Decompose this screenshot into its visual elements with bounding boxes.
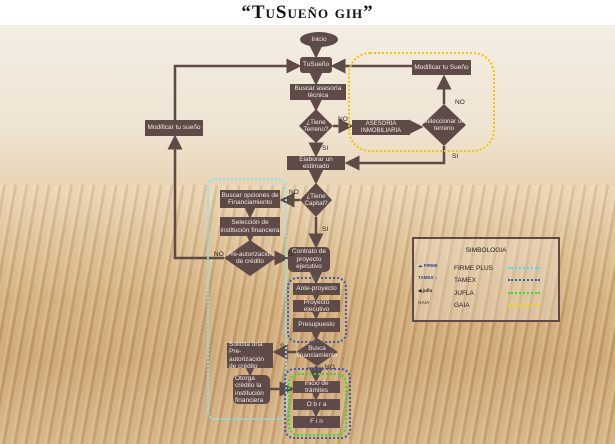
legend-line-blue [508,279,540,281]
modificar-sueno-left-node: Modificar tu sueño [145,120,203,136]
edge-label-no: NO [338,116,348,123]
legend-item-tamex: TAMEX ⌂ TAMEX [418,275,558,286]
legend-item-gaia: GAIA GAIA [418,300,558,311]
buscar-asesoria-node: Buscar asesoría técnica [290,84,346,100]
tiene-terreno-label: ¿Tiene Terreno? [303,118,329,133]
start-node: Inicio [300,32,338,47]
seleccionar-terreno-decision: Seleccionar un terreno [422,104,466,146]
edge-label-si: SI [322,226,329,233]
legend-label: GAIA [454,302,470,309]
tusueno-node: TuSueño [300,57,332,73]
firme-plus-logo: ☁ FIRME [418,263,438,268]
legend-line-cyan [508,267,540,269]
solicita-preautorizacion-node: Solicita una Pre-autorización de crédito [227,341,273,370]
preautorizacion-decision: Pre-autorización de crédito [224,240,276,276]
edge-label-si: SI [280,343,287,350]
obra-node: O b r a [293,399,340,410]
page-title: “TuSueño gih” [241,2,374,23]
proyecto-ejecutivo-node: Proyecto ejecutivo [293,299,340,313]
busca-financiamiento-label: Busca financiamiento [296,344,338,359]
elaborar-estimado-node: Elaborar un estimado [287,156,345,170]
tiene-capital-label: ¿Tiene Capital? [304,192,328,207]
edge-label-no: NO [214,251,224,258]
tamex-logo: TAMEX ⌂ [418,275,438,280]
jufla-logo: ◀ jufla [418,288,432,293]
wheat-field-background [0,25,615,444]
edge-label-no: NO [325,364,335,371]
inicio-tramites-node: Inicio de trámites [293,380,340,394]
legend-label: FIRME PLUS [454,265,494,272]
tiene-terreno-decision: ¿Tiene Terreno? [299,109,333,143]
legend-label: JUFLA [454,290,474,297]
legend-title: SIMBOLOGIA [465,247,507,254]
edge-label-si: SI [452,153,459,160]
seleccion-institucion-node: Selección de institución financiera [220,217,280,236]
edge-label-si: SI [288,251,295,258]
fin-node: F i n [293,416,340,428]
legend-item-jufla: ◀ jufla JUFLA [418,288,558,299]
preautorizacion-label: Pre-autorización de crédito [227,250,273,265]
otorga-credito-node: Otorga crédito la institución financiera [233,375,270,404]
legend-label: TAMEX [454,277,476,284]
anteproyecto-node: Ante-proyecto [293,283,340,295]
edge-label-si: SI [322,145,329,152]
tiene-capital-decision: ¿Tiene Capital? [300,183,332,217]
presupuesto-node: Presupuesto [293,318,340,332]
seleccionar-terreno-label: Seleccionar un terreno [423,117,465,132]
gaia-logo: GAIA [418,300,430,305]
legend-line-green [508,292,540,294]
legend-line-yellow [508,304,540,306]
edge-label-no: NO [455,99,465,106]
busca-financiamiento-decision: Busca financiamiento [296,338,338,366]
edge-label-no: NO [289,189,299,196]
asesoria-inmobiliaria-node: ASESORÍA INMOBILIARIA [352,120,410,135]
contrato-node: Contrato de proyecto ejecutivo [288,247,330,272]
buscar-opciones-node: Buscar opciones de Financiamiento [220,190,280,208]
modificar-sueno-right-node: Modificar tu Sueño [412,60,471,75]
legend-item-firme-plus: ☁ FIRME FIRME PLUS [418,263,558,274]
